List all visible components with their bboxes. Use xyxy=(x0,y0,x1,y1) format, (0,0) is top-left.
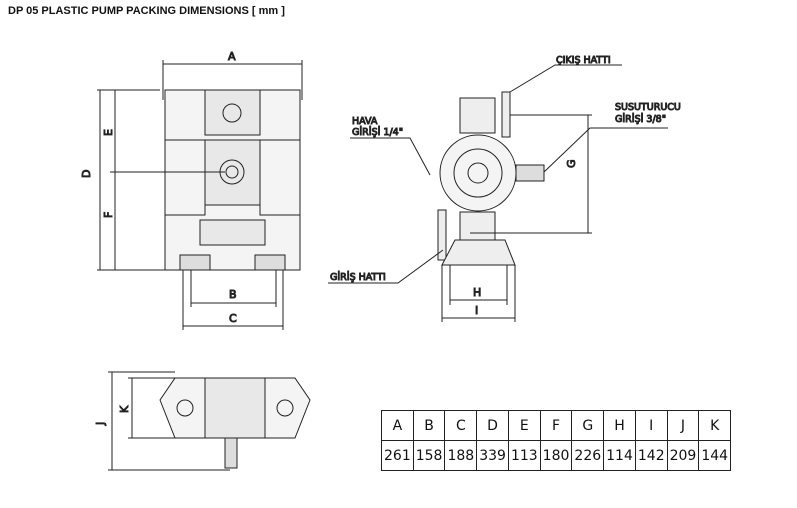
dim-label-i: I xyxy=(475,304,478,317)
dim-label-h: H xyxy=(473,286,481,299)
table-header: F xyxy=(539,410,573,441)
table-header: C xyxy=(444,410,478,441)
table-cell: 209 xyxy=(666,440,700,471)
page-title: DP 05 PLASTIC PUMP PACKING DIMENSIONS [ … xyxy=(8,5,285,17)
pump-front-view xyxy=(97,60,303,330)
dim-label-b: B xyxy=(229,288,237,301)
table-header: E xyxy=(507,410,541,441)
table-cell: 180 xyxy=(539,440,573,471)
dim-label-d: D xyxy=(80,170,93,178)
table-header: J xyxy=(666,410,700,441)
table-cell: 114 xyxy=(603,440,636,471)
table-header: G xyxy=(571,410,605,441)
callout-air-inlet-1: HAVA xyxy=(352,116,378,127)
dim-label-g: G xyxy=(565,159,578,168)
table-header: D xyxy=(476,410,509,441)
dim-label-k: K xyxy=(118,405,131,413)
dim-label-c: C xyxy=(229,312,237,325)
table-header: A xyxy=(381,410,414,441)
dim-label-j: J xyxy=(94,422,107,426)
table-header: B xyxy=(412,410,446,441)
dim-label-f: F xyxy=(102,212,115,218)
dim-label-a: A xyxy=(228,50,236,63)
table-cell: 339 xyxy=(476,440,509,471)
callout-muffler-1: SUSUTURUCU xyxy=(615,102,681,113)
pump-top-view xyxy=(108,371,311,471)
callout-outlet: ÇIKIŞ HATTI xyxy=(556,55,611,66)
table-cell: 113 xyxy=(507,440,541,471)
table-cell: 144 xyxy=(698,440,732,471)
callout-inlet: GİRİŞ HATTI xyxy=(330,272,386,283)
table-cell: 226 xyxy=(571,440,605,471)
table-cell: 261 xyxy=(381,440,414,471)
table-header: K xyxy=(698,410,732,441)
table-cell: 142 xyxy=(634,440,668,471)
dim-label-e: E xyxy=(102,129,115,136)
table-cell: 188 xyxy=(444,440,478,471)
table-row: 261 158 188 339 113 180 226 114 142 209 … xyxy=(381,440,732,471)
table-cell: 158 xyxy=(412,440,446,471)
table-header-row: A B C D E F G H I J K xyxy=(381,410,732,441)
table-header: H xyxy=(603,410,636,441)
pump-side-view xyxy=(328,64,668,322)
callout-air-inlet-2: GİRİŞİ 1/4" xyxy=(352,127,403,138)
callout-muffler-2: GİRİŞİ 3/8" xyxy=(615,114,666,125)
dimension-table: A B C D E F G H I J K 261 158 188 339 11… xyxy=(381,410,732,471)
table-header: I xyxy=(634,410,668,441)
